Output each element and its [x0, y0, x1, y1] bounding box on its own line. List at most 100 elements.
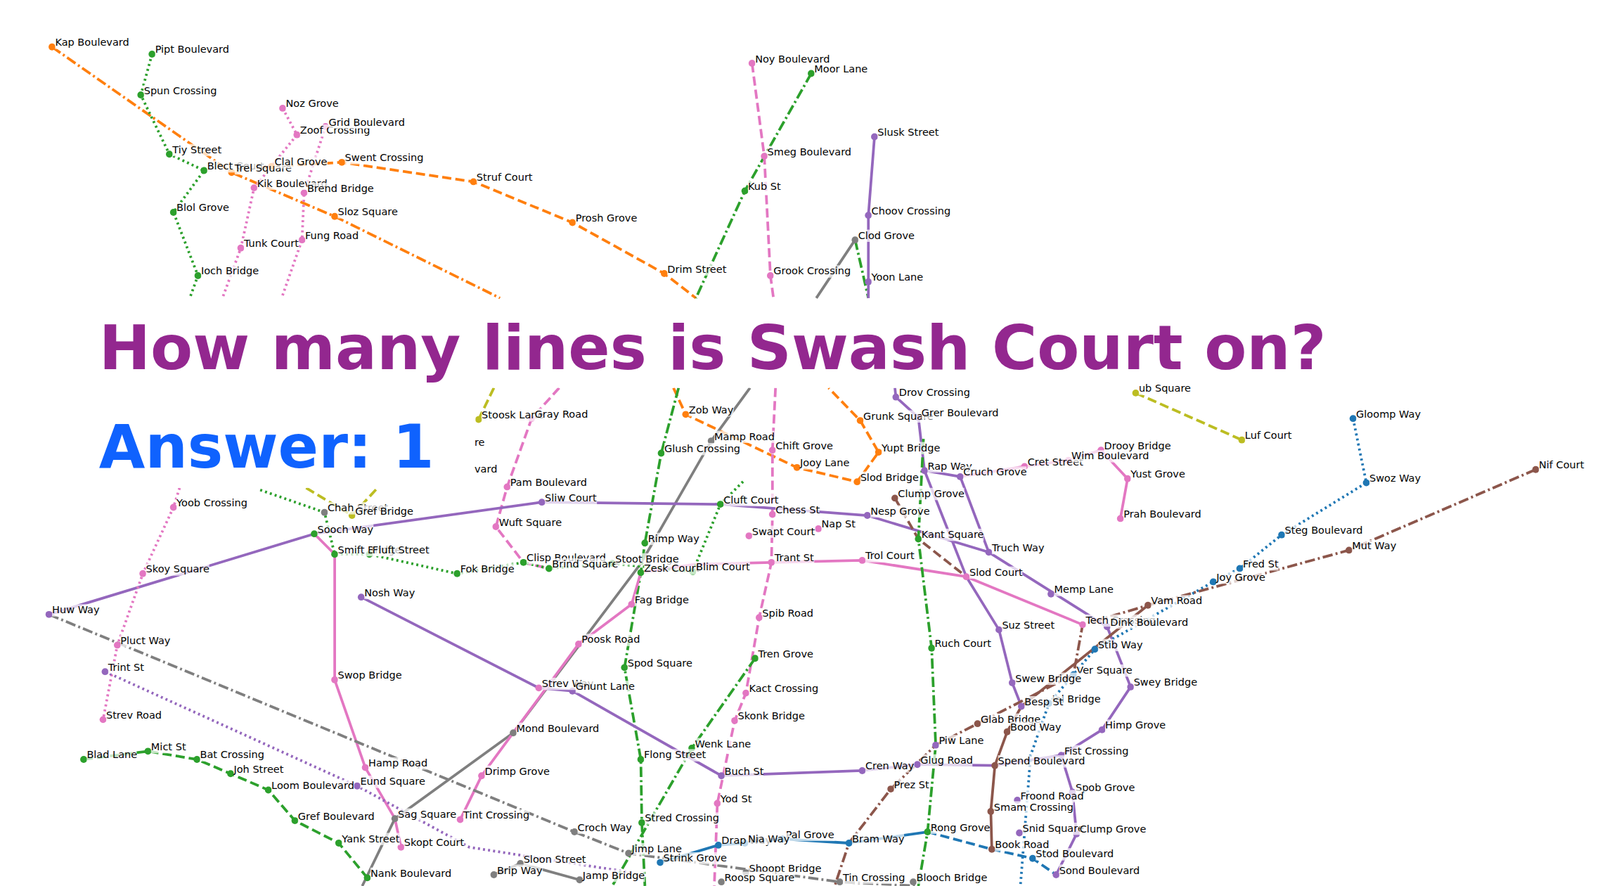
- station-label: Tiy Street: [172, 144, 222, 157]
- station-label: Fluft Street: [372, 544, 430, 557]
- station-label: Pluct Way: [120, 634, 171, 647]
- station-label: Brip Way: [497, 863, 543, 876]
- station-label: Fok Bridge: [460, 563, 515, 576]
- station-label: Blol Grove: [176, 201, 230, 214]
- metro-line: [460, 560, 1083, 820]
- station-label: Nif Court: [1538, 459, 1585, 472]
- station-label: Sliw Court: [544, 492, 597, 505]
- station-label: Jamp Bridge: [582, 869, 645, 882]
- station-label: Moor Lane: [814, 63, 868, 76]
- station-label: Bood Way: [1010, 721, 1061, 734]
- station-label: Yoon Lane: [871, 271, 924, 284]
- station-label: Huw Way: [52, 603, 100, 616]
- station-label: Zesk Court: [643, 562, 700, 575]
- station-label: Clod Grove: [858, 229, 915, 242]
- station-label: Nank Boulevard: [370, 867, 452, 880]
- station-label: Spib Road: [762, 607, 814, 620]
- station-label: Stod Boulevard: [1035, 847, 1114, 860]
- station-label: Mut Way: [1351, 539, 1397, 552]
- station-label: Joh Street: [233, 763, 284, 776]
- station-label: Vam Road: [1150, 594, 1203, 607]
- station-label: Croch Way: [577, 821, 632, 834]
- station-label: Trint St: [108, 661, 145, 674]
- metro-line: [49, 501, 990, 615]
- metro-line: [105, 671, 633, 873]
- title-band: [0, 298, 1600, 388]
- station-label: Wuft Square: [499, 515, 562, 528]
- station-label: Strev Road: [106, 709, 162, 722]
- station-label: Cren Way: [865, 759, 914, 772]
- station-label: Tren Grove: [757, 648, 813, 661]
- station-label: Clal Grove: [274, 156, 327, 169]
- station-label: Yoob Crossing: [176, 497, 248, 509]
- station-label: Wenk Lane: [694, 737, 751, 750]
- metro-line: [854, 239, 869, 299]
- station-label: Tin Crossing: [842, 871, 906, 884]
- station-label: Tint Crossing: [463, 809, 530, 822]
- metro-line: [49, 614, 919, 886]
- station-label: Drov Crossing: [899, 386, 971, 399]
- metro-line: [314, 533, 401, 848]
- station-label: Chess St: [775, 504, 820, 516]
- station-label: Piw Lane: [938, 734, 984, 747]
- station-label: Spob Grove: [1075, 781, 1135, 794]
- station-label: Snid Square: [1022, 822, 1084, 835]
- station-label: Skoy Square: [146, 563, 210, 576]
- station-label: Gloomp Way: [1356, 408, 1421, 421]
- metro-line: [834, 469, 1536, 886]
- station-dots: [45, 43, 1540, 886]
- station-label: Struf Court: [476, 171, 533, 184]
- station-label: Himp Grove: [1105, 719, 1166, 732]
- station-label: Poosk Road: [581, 633, 640, 646]
- station-label: Clump Grove: [1079, 823, 1147, 836]
- station-label: Nesp Grove: [870, 505, 930, 518]
- station-label: Mamp Road: [714, 430, 775, 443]
- station-label: Kap Boulevard: [54, 36, 129, 49]
- metro-line: [103, 487, 180, 720]
- answer-band: [0, 388, 476, 488]
- station-label: Glush Crossing: [664, 442, 741, 455]
- station-label: Rong Grove: [930, 821, 991, 834]
- station-label: Noz Grove: [285, 97, 339, 110]
- station-label: Buch St: [724, 765, 765, 778]
- station-label: Fred St: [1242, 558, 1279, 571]
- station-label: Brend Bridge: [307, 182, 374, 195]
- station-label: Sond Boulevard: [1059, 863, 1141, 876]
- station-label: Grook Crossing: [773, 265, 851, 277]
- station-label: Truch Way: [991, 542, 1045, 554]
- station-label: Roosp Square: [724, 871, 796, 884]
- station-label: Slod Court: [969, 566, 1023, 579]
- station-label: Stib Way: [1098, 639, 1144, 651]
- station-label: Drim Street: [667, 262, 727, 275]
- station-label: Cluft Court: [723, 494, 779, 507]
- station-label: Ver Square: [1076, 664, 1132, 677]
- station-label: Smeg Boulevard: [767, 146, 853, 159]
- station-label: Chift Grove: [775, 440, 834, 453]
- station-label: Gnunt Lane: [575, 680, 635, 693]
- station-label: Fag Bridge: [634, 594, 689, 606]
- station-label: Ioch Bridge: [201, 265, 259, 277]
- station-label: Blooch Bridge: [915, 871, 987, 884]
- station-label: Clump Grove: [897, 487, 965, 500]
- station-label: Skonk Bridge: [737, 710, 805, 722]
- station-label: Hamp Road: [368, 757, 428, 770]
- station-label: Kant Square: [921, 528, 985, 541]
- station-label: Spend Boulevard: [998, 755, 1086, 767]
- station-label: Smam Crossing: [994, 800, 1074, 813]
- station-label: Bat Crossing: [200, 748, 265, 761]
- station-label: Brind Square: [551, 558, 618, 571]
- station-label: re: [474, 436, 486, 449]
- station-label: Rimp Way: [648, 532, 700, 545]
- station-label: Eund Square: [359, 775, 426, 788]
- station-label: Froond Road: [1020, 789, 1085, 802]
- answer-text: Answer: 1: [99, 417, 435, 478]
- station-label: Tunk Court: [243, 237, 299, 250]
- metro-line: [924, 470, 1022, 706]
- metro-line: [1136, 392, 1243, 441]
- station-label: Suz Street: [1001, 619, 1055, 632]
- station-label: Pal Grove: [785, 828, 835, 841]
- station-label: Kact Crossing: [748, 682, 819, 695]
- station-label: Flong Street: [643, 748, 706, 761]
- station-label: Trol Court: [865, 549, 915, 562]
